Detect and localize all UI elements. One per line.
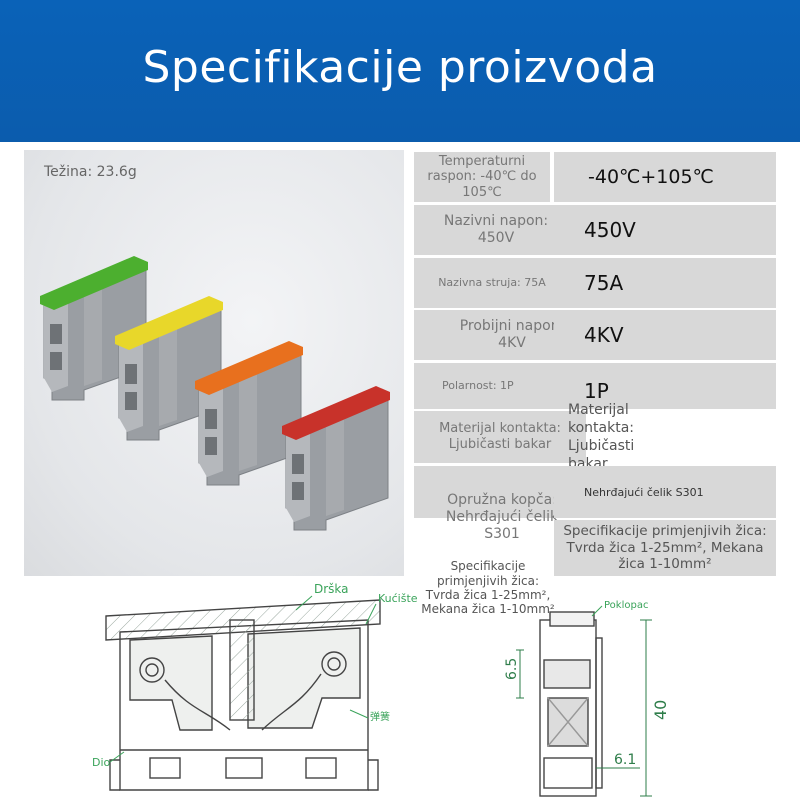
label-handle: Drška bbox=[314, 582, 349, 596]
spec-value: Specifikacije primjenjivih žica: Tvrda ž… bbox=[554, 520, 776, 576]
product-photo: Težina: 23.6g bbox=[24, 150, 404, 576]
spec-row-wire-spec: Specifikacije primjenjivih žica: Tvrda ž… bbox=[414, 520, 776, 616]
front-view bbox=[516, 611, 652, 797]
connector-yellow bbox=[115, 296, 223, 441]
spec-value: Nehrđajući čelik S301 bbox=[554, 466, 776, 518]
spec-row-contact-material: Materijal kontakta: Ljubičasti bakar Mat… bbox=[414, 401, 776, 473]
header-banner: Specifikacije proizvoda bbox=[0, 0, 800, 142]
spec-value: 450V bbox=[554, 205, 776, 255]
label-part: Dio bbox=[92, 756, 111, 769]
dimension-height: 40 bbox=[651, 700, 670, 720]
dimension-width: 6.1 bbox=[614, 752, 636, 768]
spec-row-breakdown: Probijni napon: 4KV 4KV bbox=[414, 310, 776, 360]
spec-row-voltage: Nazivni napon: 450V 450V bbox=[414, 205, 776, 255]
dimension-top-offset: 6.5 bbox=[504, 658, 520, 680]
spec-label: Nazivni napon: 450V bbox=[414, 205, 578, 255]
spec-label: Materijal kontakta: Ljubičasti bakar bbox=[414, 411, 586, 463]
spec-value: -40℃+105℃ bbox=[554, 152, 776, 202]
connector-orange bbox=[195, 341, 303, 486]
label-spring: 弹簧 bbox=[370, 710, 390, 723]
connector-illustration bbox=[40, 256, 390, 531]
spec-value: Materijal kontakta: Ljubičasti bakar bbox=[568, 401, 635, 473]
label-housing: Kućište bbox=[378, 592, 418, 605]
connector-red bbox=[282, 386, 390, 531]
spec-row-polarity: Polarnost: 1P 1P bbox=[414, 363, 776, 409]
spec-row-spring-clip: Opružna kopča: Nehrđajući čelik S301 Neh… bbox=[414, 466, 776, 542]
side-view bbox=[105, 599, 381, 791]
technical-drawing: Drška Kućište 弹簧 Dio Poklopac 6.5 40 6.1 bbox=[0, 580, 800, 800]
spec-value: 75A bbox=[554, 258, 776, 308]
spec-label: Specifikacije primjenjivih žica: Tvrda ž… bbox=[421, 559, 555, 617]
label-cover: Poklopac bbox=[604, 600, 648, 611]
spec-value: 1P bbox=[554, 363, 776, 409]
spec-label: Nazivna struja: 75A bbox=[414, 258, 570, 308]
weight-label: Težina: 23.6g bbox=[44, 164, 137, 180]
spec-row-temperature: Temperaturni raspon: -40℃ do 105℃ -40℃+1… bbox=[414, 152, 776, 202]
spec-row-current: Nazivna struja: 75A 75A bbox=[414, 258, 776, 308]
spec-label: Temperaturni raspon: -40℃ do 105℃ bbox=[414, 152, 550, 202]
spec-value: 4KV bbox=[554, 310, 776, 360]
page-title: Specifikacije proizvoda bbox=[142, 42, 658, 93]
